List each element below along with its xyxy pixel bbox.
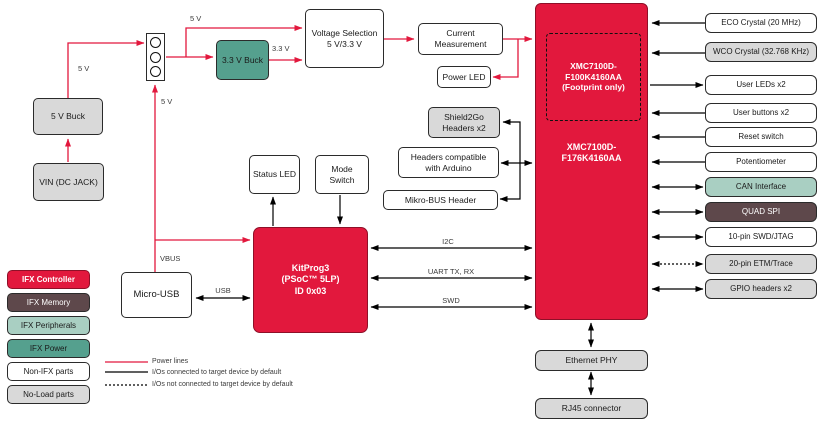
wire-label-usb: USB (215, 286, 231, 295)
legend-no-load-parts: No-Load parts (7, 385, 90, 404)
block-shield2go-headers: Shield2Go Headers x2 (428, 107, 500, 138)
block-3v3-buck: 3.3 V Buck (216, 40, 269, 80)
block-user-leds: User LEDs x2 (705, 75, 817, 95)
legend-ifx-power: IFX Power (7, 339, 90, 358)
block-current-measurement: Current Measurement (418, 23, 503, 55)
block-5v-buck: 5 V Buck (33, 98, 103, 135)
xmc7100d-main-label: XMC7100D- F176K4160AA (561, 142, 622, 164)
block-kitprog3: KitProg3 (PSoC™ 5LP) ID 0x03 (253, 227, 368, 333)
block-power-led: Power LED (437, 66, 491, 88)
block-voltage-selection: Voltage Selection 5 V/3.3 V (305, 9, 384, 68)
block-arduino-headers: Headers compatible with Arduino (398, 147, 499, 178)
wire-label-swd: SWD (442, 296, 460, 305)
wire-label-3v3: 3.3 V (272, 44, 290, 53)
block-reset-switch: Reset switch (705, 127, 817, 147)
header-pin (150, 51, 161, 63)
wire-label-i2c: I2C (442, 237, 454, 246)
wire-5vbuck-to-header (67, 40, 145, 98)
block-eco-crystal: ECO Crystal (20 MHz) (705, 13, 817, 33)
block-can-interface: CAN Interface (705, 177, 817, 197)
block-quad-spi: QUAD SPI (705, 202, 817, 222)
header-pin (150, 37, 161, 49)
wire-label-5v: 5 V (78, 64, 90, 73)
block-ethernet-phy: Ethernet PHY (535, 350, 648, 371)
wire-branch-to-powerled (492, 39, 519, 80)
block-etm-trace: 20-pin ETM/Trace (705, 254, 817, 274)
legend-label-io-connected: I/Os connected to target device by defau… (152, 368, 282, 376)
block-xmc7100d-footprint: XMC7100D- F100K4160AA (Footprint only) (546, 33, 641, 121)
block-status-led: Status LED (249, 155, 300, 194)
legend-label-io-not-connected: I/Os not connected to target device by d… (152, 381, 293, 388)
legend-label-power-lines: Power lines (152, 358, 189, 365)
header-pin (150, 65, 161, 77)
legend-ifx-memory: IFX Memory (7, 293, 90, 312)
block-micro-usb: Micro-USB (121, 272, 192, 318)
block-xmc7100d: XMC7100D- F100K4160AA (Footprint only) X… (535, 3, 648, 320)
block-rj45-connector: RJ45 connector (535, 398, 648, 419)
block-wco-crystal: WCO Crystal (32.768 KHz) (705, 42, 817, 62)
block-mikrobus-header: Mikro-BUS Header (383, 190, 498, 210)
legend-ifx-controller: IFX Controller (7, 270, 90, 289)
wire-branch-mikrobus (499, 163, 521, 202)
legend-ifx-peripherals: IFX Peripherals (7, 316, 90, 335)
wire-label-5v: 5 V (190, 14, 202, 23)
block-mode-switch: Mode Switch (315, 155, 369, 194)
block-swd-jtag: 10-pin SWD/JTAG (705, 227, 817, 247)
block-gpio-headers: GPIO headers x2 (705, 279, 817, 299)
block-vin-dc-jack: VIN (DC JACK) (33, 163, 104, 201)
wire-label-vbus: VBUS (160, 254, 181, 263)
block-potentiometer: Potentiometer (705, 152, 817, 172)
legend-non-ifx-parts: Non-IFX parts (7, 362, 90, 381)
wire-label-5v: 5 V (161, 97, 173, 106)
wire-5v-to-voltage-selection (185, 25, 303, 57)
block-user-buttons: User buttons x2 (705, 103, 817, 123)
wire-branch-shield2go (502, 119, 521, 163)
wire-label-uart: UART TX, RX (427, 267, 475, 276)
power-selection-header (146, 33, 165, 81)
